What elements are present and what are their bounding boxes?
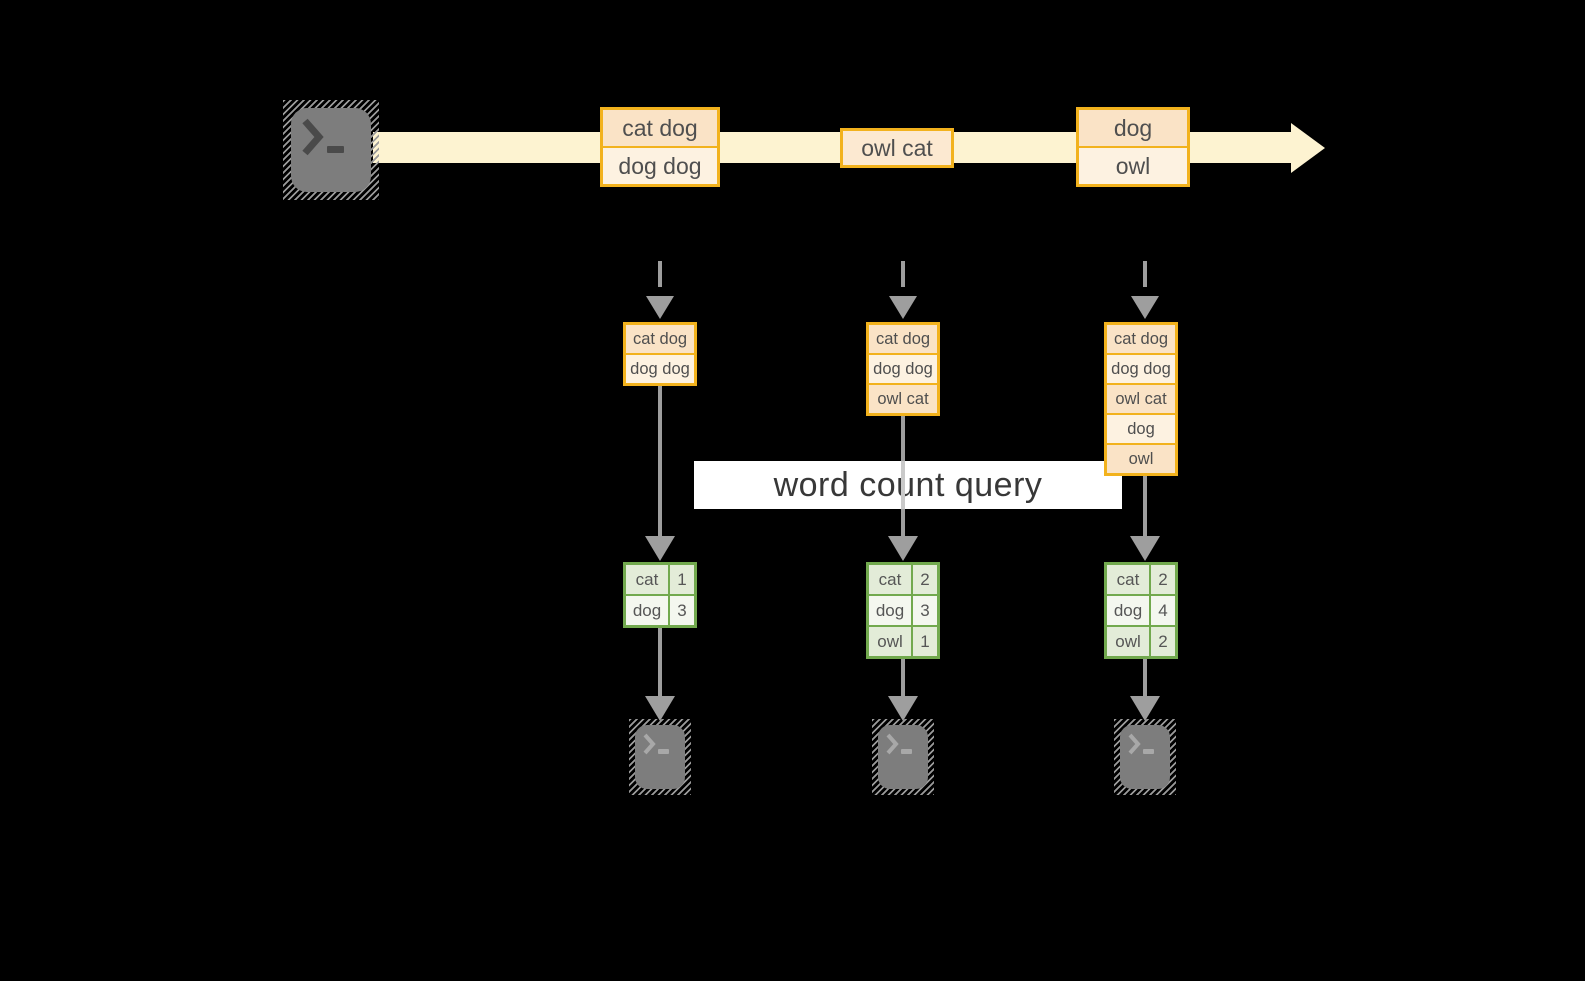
result-count-cell: 1 xyxy=(670,565,694,594)
result-word-cell: dog xyxy=(1107,596,1149,625)
result-arrow xyxy=(901,657,905,698)
prompt-cursor xyxy=(1143,749,1154,754)
prompt-cursor xyxy=(327,146,344,153)
result-count-cell: 2 xyxy=(1151,627,1175,656)
buffer-stack: cat dog dog dog owl cat dog owl xyxy=(1104,322,1178,476)
stream-timeline-arrowhead-icon xyxy=(1291,123,1325,173)
query-arrow xyxy=(1143,474,1147,538)
buffer-cell: cat dog xyxy=(869,325,937,353)
buffer-cell: cat dog xyxy=(626,325,694,353)
dashed-ingest-arrow xyxy=(901,261,905,295)
result-table: cat 1 dog 3 xyxy=(623,562,697,628)
arrowhead-icon xyxy=(645,536,675,561)
prompt-chevron-icon xyxy=(643,733,656,755)
dashed-ingest-arrow xyxy=(1143,261,1147,295)
buffer-cell: dog dog xyxy=(626,355,694,383)
buffer-stack: cat dog dog dog xyxy=(623,322,697,386)
result-count-cell: 3 xyxy=(913,596,937,625)
buffer-cell: owl cat xyxy=(869,385,937,413)
terminal-icon xyxy=(1120,725,1170,789)
arrowhead-icon xyxy=(1130,696,1160,721)
source-terminal-icon xyxy=(283,100,379,200)
stream-event-cell: cat dog xyxy=(603,110,717,146)
query-arrow-overlay xyxy=(901,461,905,509)
prompt-cursor xyxy=(901,749,912,754)
buffer-cell: dog dog xyxy=(869,355,937,383)
arrowhead-icon xyxy=(1131,296,1159,319)
buffer-cell: owl xyxy=(1107,445,1175,473)
result-word-cell: cat xyxy=(1107,565,1149,594)
result-count-cell: 2 xyxy=(913,565,937,594)
result-word-cell: dog xyxy=(626,596,668,625)
arrowhead-icon xyxy=(889,296,917,319)
sink-terminal-icon xyxy=(1114,719,1176,795)
result-word-cell: dog xyxy=(869,596,911,625)
prompt-chevron-icon xyxy=(302,118,324,156)
stream-event-cell: owl xyxy=(1079,148,1187,184)
buffer-cell: dog xyxy=(1107,415,1175,443)
result-count-cell: 4 xyxy=(1151,596,1175,625)
result-count-cell: 3 xyxy=(670,596,694,625)
stream-event-cell: owl cat xyxy=(843,131,951,165)
stream-event-cell: dog dog xyxy=(603,148,717,184)
query-label: word count query xyxy=(694,461,1122,509)
query-arrow xyxy=(658,384,662,538)
arrowhead-icon xyxy=(888,696,918,721)
buffer-stack: cat dog dog dog owl cat xyxy=(866,322,940,416)
result-count-cell: 2 xyxy=(1151,565,1175,594)
dashed-ingest-arrow xyxy=(658,261,662,295)
prompt-chevron-icon xyxy=(886,733,899,755)
terminal-icon xyxy=(291,108,371,192)
stream-event-box: dog owl xyxy=(1076,107,1190,187)
result-table: cat 2 dog 3 owl 1 xyxy=(866,562,940,659)
result-table: cat 2 dog 4 owl 2 xyxy=(1104,562,1178,659)
result-word-cell: cat xyxy=(626,565,668,594)
prompt-cursor xyxy=(658,749,669,754)
result-arrow xyxy=(658,626,662,698)
stream-event-cell: dog xyxy=(1079,110,1187,146)
arrowhead-icon xyxy=(888,536,918,561)
buffer-cell: cat dog xyxy=(1107,325,1175,353)
terminal-icon xyxy=(635,725,685,789)
arrowhead-icon xyxy=(646,296,674,319)
stream-event-box: cat dog dog dog xyxy=(600,107,720,187)
result-word-cell: owl xyxy=(869,627,911,656)
terminal-icon xyxy=(878,725,928,789)
sink-terminal-icon xyxy=(872,719,934,795)
result-arrow xyxy=(1143,657,1147,698)
prompt-chevron-icon xyxy=(1128,733,1141,755)
buffer-cell: dog dog xyxy=(1107,355,1175,383)
result-count-cell: 1 xyxy=(913,627,937,656)
arrowhead-icon xyxy=(1130,536,1160,561)
stream-event-box: owl cat xyxy=(840,128,954,168)
buffer-cell: owl cat xyxy=(1107,385,1175,413)
sink-terminal-icon xyxy=(629,719,691,795)
result-word-cell: cat xyxy=(869,565,911,594)
result-word-cell: owl xyxy=(1107,627,1149,656)
arrowhead-icon xyxy=(645,696,675,721)
